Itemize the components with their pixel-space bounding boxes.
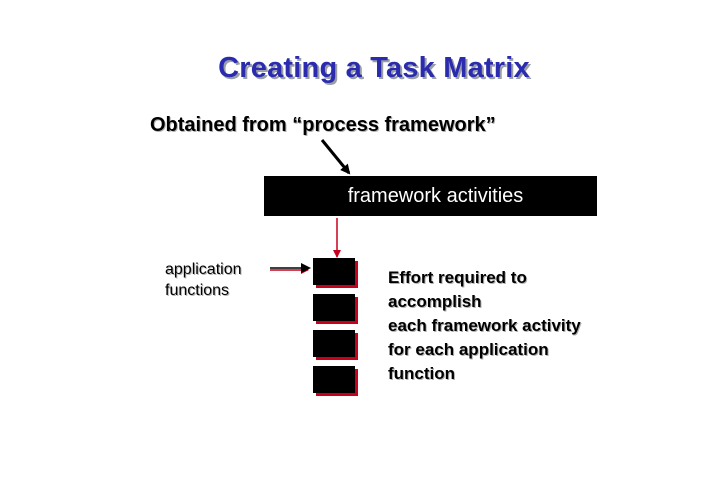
- framework-activities-box: framework activities: [264, 176, 597, 216]
- effort-line-1: Effort required to: [388, 268, 527, 287]
- effort-line-3: each framework activity: [388, 316, 581, 335]
- effort-line-4: for each application: [388, 340, 549, 359]
- application-functions-line-1: application: [165, 261, 242, 278]
- application-functions-label: application functions: [165, 259, 242, 301]
- matrix-cell: [313, 294, 355, 321]
- application-functions-line-2: functions: [165, 282, 230, 299]
- subtitle: Obtained from “process framework”: [150, 114, 496, 136]
- effort-line-2: accomplish: [388, 292, 482, 311]
- effort-description: Effort required to accomplish each frame…: [388, 266, 581, 386]
- matrix-cell: [313, 366, 355, 393]
- slide-title: Creating a Task Matrix: [218, 52, 530, 84]
- subtitle-arrow: [320, 139, 351, 175]
- matrix-cell: [313, 258, 355, 285]
- matrix-cell: [313, 330, 355, 357]
- effort-line-5: function: [388, 364, 456, 383]
